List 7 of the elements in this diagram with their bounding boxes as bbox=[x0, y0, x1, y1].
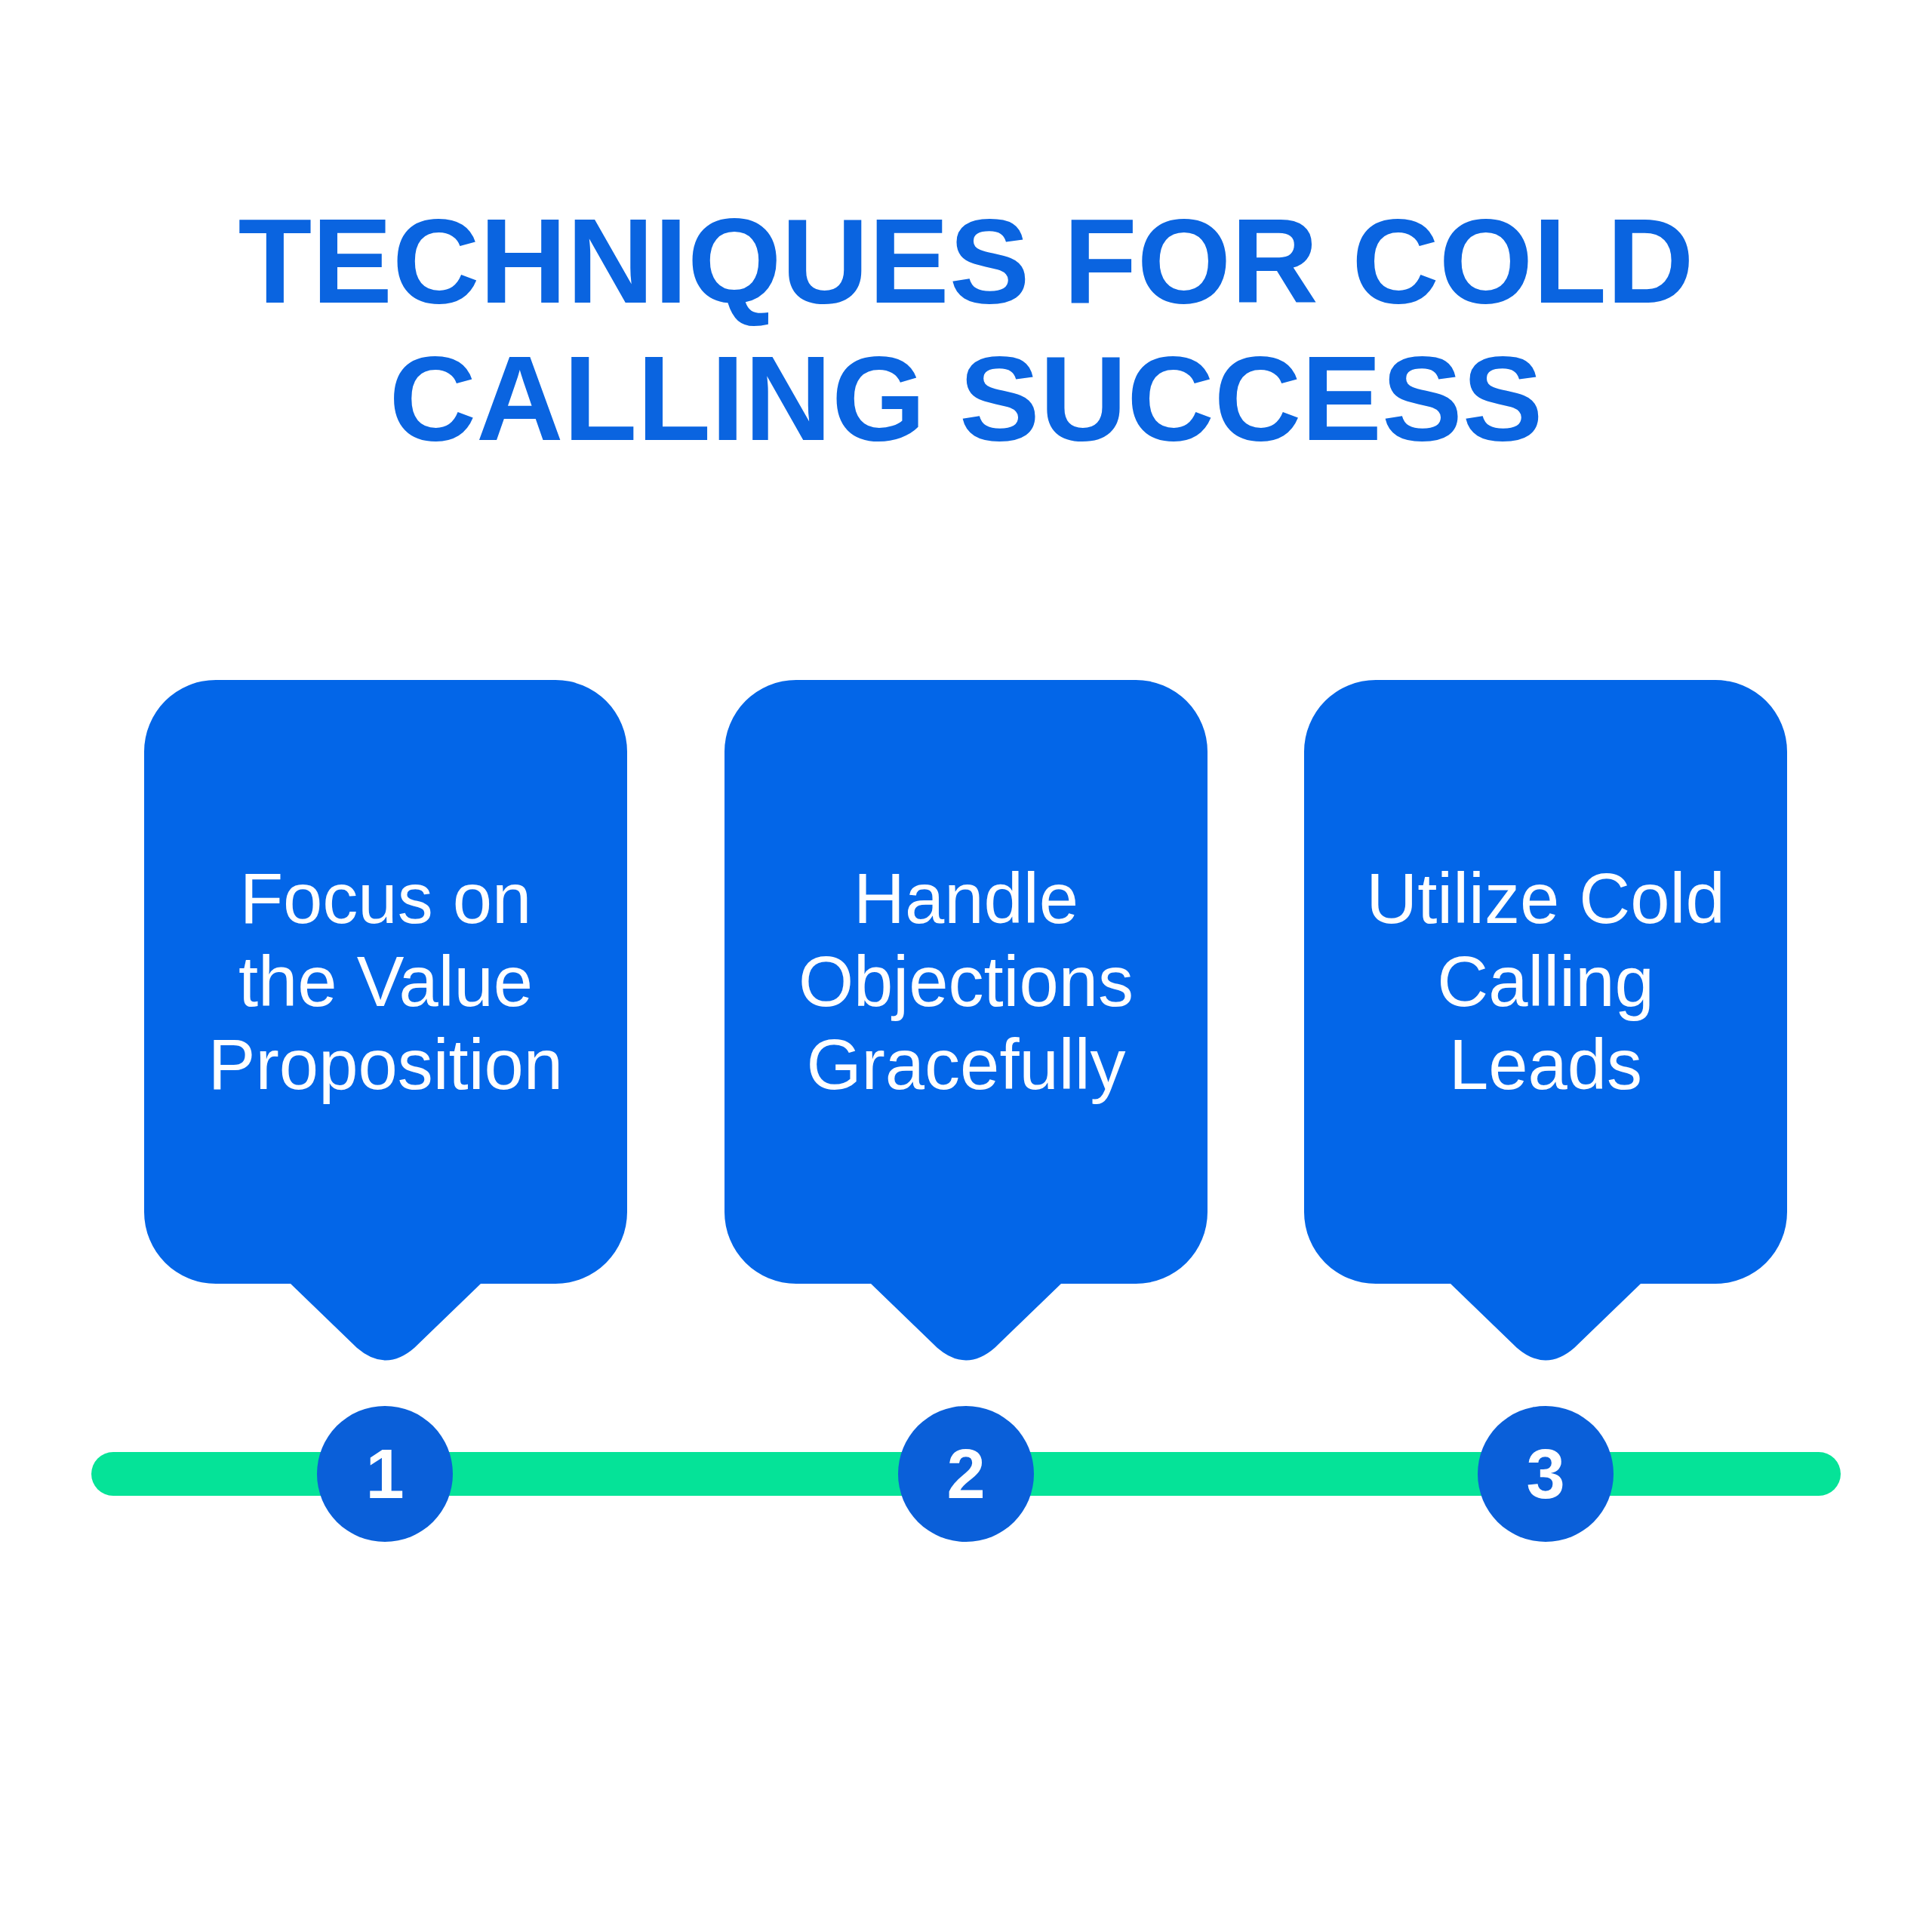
step-number: 3 bbox=[1526, 1436, 1565, 1512]
title: TECHNIQUES FOR COLD CALLING SUCCESS bbox=[237, 192, 1695, 467]
bubble-text: Handle Objections Gracefully bbox=[797, 858, 1135, 1106]
bubble-text: Utilize Cold Calling Leads bbox=[1365, 858, 1726, 1106]
step-number: 1 bbox=[365, 1436, 405, 1512]
bubble-text: Focus on the Value Proposition bbox=[207, 858, 565, 1106]
step-number: 2 bbox=[946, 1436, 986, 1512]
